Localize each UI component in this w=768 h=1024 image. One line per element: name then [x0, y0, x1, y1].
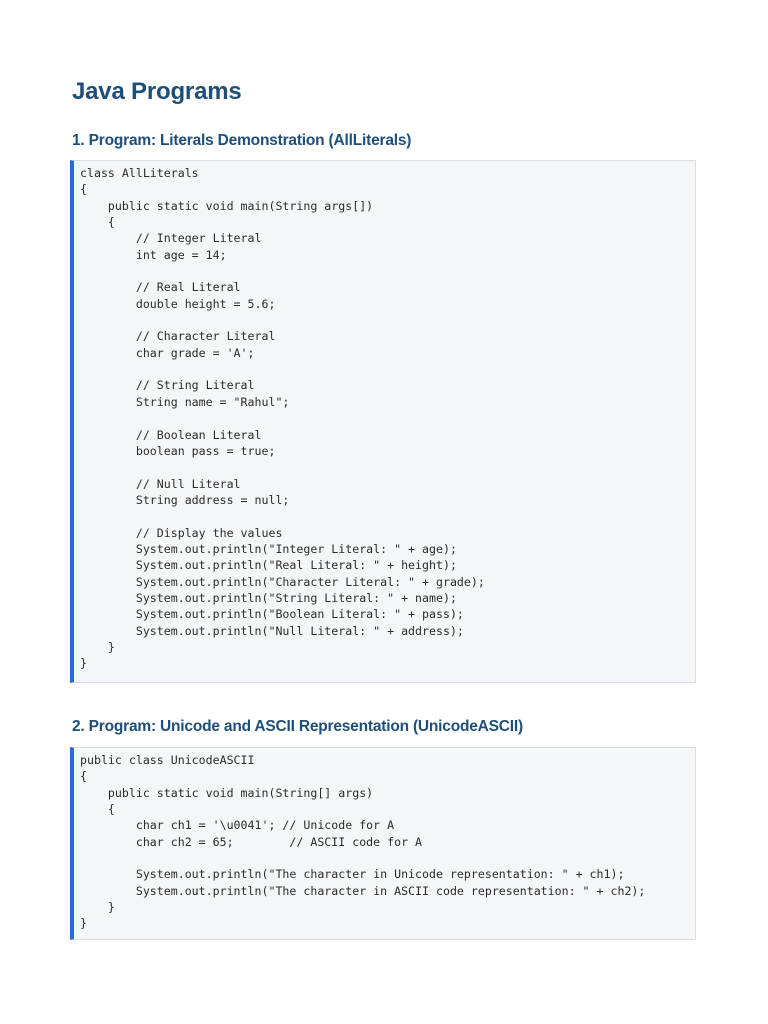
code-line: String name = "Rahul"; — [80, 394, 290, 409]
code-line: { — [80, 182, 87, 197]
code-line: char ch1 = '\u0041'; // Unicode for A — [80, 818, 395, 833]
code-line — [80, 312, 695, 328]
code-line: boolean pass = true; — [80, 443, 276, 458]
code-line: char ch2 = 65; // ASCII code for A — [80, 834, 423, 849]
code-line: System.out.println("Null Literal: " + ad… — [80, 623, 464, 638]
code-line — [80, 850, 695, 866]
code-line: { — [80, 802, 115, 817]
code-line: // Display the values — [80, 525, 283, 540]
code-line: // Character Literal — [80, 329, 276, 344]
code-line — [80, 508, 695, 524]
code-line: System.out.println("Integer Literal: " +… — [80, 541, 457, 556]
section-heading-unicode-ascii: 2. Program: Unicode and ASCII Representa… — [72, 718, 523, 735]
code-line — [80, 263, 695, 279]
code-line — [80, 459, 695, 475]
section-heading-literals: 1. Program: Literals Demonstration (AllL… — [72, 132, 412, 149]
code-line: String address = null; — [80, 492, 290, 507]
code-line: } — [80, 916, 87, 931]
code-line: // Integer Literal — [80, 231, 262, 246]
code-line: System.out.println("Character Literal: "… — [80, 574, 485, 589]
code-line: { — [80, 215, 115, 230]
code-line: System.out.println("Boolean Literal: " +… — [80, 607, 464, 622]
code-line — [80, 361, 695, 377]
code-block-all-literals: class AllLiterals { public static void ma… — [70, 160, 696, 683]
code-line: // Null Literal — [80, 476, 241, 491]
code-line: public class UnicodeASCII — [80, 753, 255, 767]
code-line: System.out.println("Real Literal: " + he… — [80, 558, 457, 573]
code-line: System.out.println("String Literal: " + … — [80, 590, 457, 605]
page-title: Java Programs — [72, 78, 242, 105]
code-line: System.out.println("The character in Uni… — [80, 867, 625, 882]
code-line: } — [80, 900, 115, 915]
code-line: // Boolean Literal — [80, 427, 262, 442]
code-line: // String Literal — [80, 378, 255, 393]
code-line: class AllLiterals — [80, 166, 199, 180]
code-line: public static void main(String args[]) — [80, 198, 374, 213]
code-line: } — [80, 639, 115, 654]
code-line: // Real Literal — [80, 280, 241, 295]
code-block-unicode-ascii: public class UnicodeASCII { public static… — [70, 747, 696, 940]
code-line: { — [80, 769, 87, 784]
code-line: System.out.println("The character in ASC… — [80, 883, 646, 898]
code-line: } — [80, 656, 87, 671]
code-line: public static void main(String[] args) — [80, 785, 374, 800]
code-line: char grade = 'A'; — [80, 345, 255, 360]
code-line: double height = 5.6; — [80, 296, 276, 311]
code-line — [80, 410, 695, 426]
code-line: int age = 14; — [80, 247, 227, 262]
